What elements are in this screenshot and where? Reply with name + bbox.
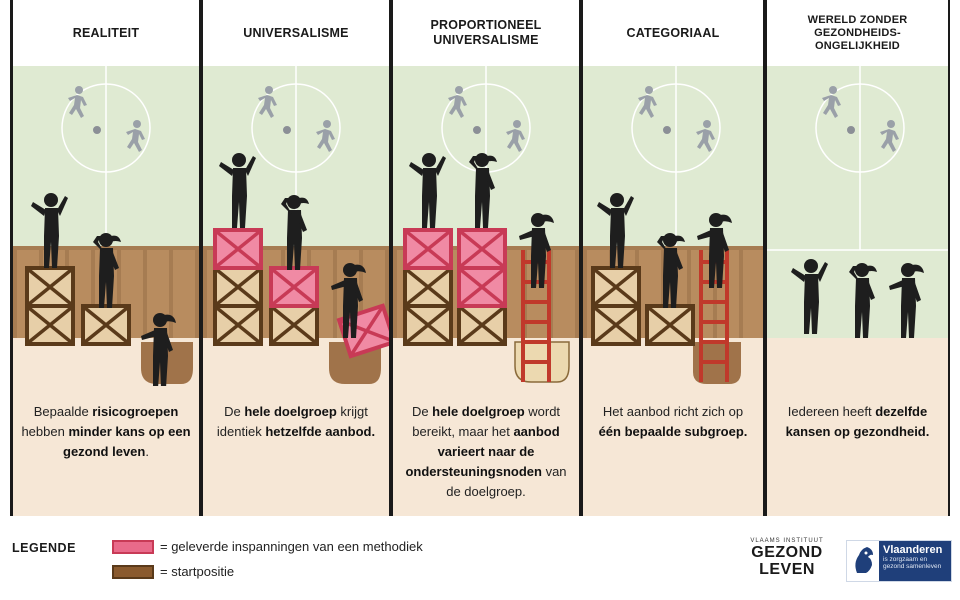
caption-segment: hele doelgroep bbox=[244, 404, 337, 419]
gezond-leven-tagline: VLAAMS INSTITUUT bbox=[750, 538, 824, 544]
vlaanderen-tagline: is zorgzaam en gezond samenleven bbox=[883, 556, 942, 570]
scene-realiteit bbox=[13, 66, 199, 386]
caption-segment: hebben bbox=[21, 424, 69, 439]
vlaanderen-logo: Vlaanderen is zorgzaam en gezond samenle… bbox=[846, 540, 952, 582]
gezond-leven-line2: LEVEN bbox=[759, 561, 815, 578]
panel-realiteit: REALITEIT Bepaalde risicogroepen hebben … bbox=[13, 0, 199, 516]
gezond-leven-logo: VLAAMS INSTITUUT GEZOND LEVEN bbox=[742, 538, 832, 588]
panel-caption: Bepaalde risicogroepen hebben minder kan… bbox=[21, 402, 191, 462]
legend: LEGENDE = geleverde inspanningen van een… bbox=[12, 530, 532, 590]
caption-segment: . bbox=[145, 444, 149, 459]
caption-segment: dezelfde kansen op gezondheid. bbox=[785, 404, 930, 439]
scene-proportioneel bbox=[393, 66, 579, 386]
gezond-leven-line1: GEZOND bbox=[751, 544, 823, 561]
panel-title: UNIVERSALISME bbox=[203, 0, 389, 66]
caption-segment: Iedereen heeft bbox=[787, 404, 876, 419]
panel-caption: De hele doelgroep krijgt identiek hetzel… bbox=[211, 402, 381, 442]
legend-label-inspanningen: = geleverde inspanningen van een methodi… bbox=[160, 539, 423, 554]
panel-proportioneel: PROPORTIONEEL UNIVERSALISME De hele doel… bbox=[393, 0, 579, 516]
panel-wereld-zonder-ongelijkheid: WERELD ZONDER GEZONDHEIDS- ONGELIJKHEID … bbox=[767, 0, 948, 516]
caption-segment: De bbox=[411, 404, 433, 419]
panel-title: REALITEIT bbox=[13, 0, 199, 66]
caption-segment: risicogroepen bbox=[92, 404, 179, 419]
caption-segment: aanbod varieert naar de ondersteuningsno… bbox=[405, 424, 560, 479]
scene-categoriaal bbox=[583, 66, 763, 386]
panel-universalisme: UNIVERSALISME De hele doelgroep krijgt i… bbox=[203, 0, 389, 516]
legend-label-startpositie: = startpositie bbox=[160, 564, 235, 579]
legend-title: LEGENDE bbox=[12, 541, 76, 555]
scene-universalisme bbox=[203, 66, 389, 386]
legend-swatch-inspanningen bbox=[112, 540, 154, 554]
legend-swatch-startpositie bbox=[112, 565, 154, 579]
caption-segment: hetzelfde aanbod. bbox=[265, 424, 376, 439]
panel-title: CATEGORIAAL bbox=[583, 0, 763, 66]
caption-segment: één bepaalde subgroep. bbox=[598, 424, 748, 439]
caption-segment: minder kans op een gezond leven bbox=[63, 424, 191, 459]
caption-segment: De bbox=[224, 404, 245, 419]
panel-caption: Iedereen heeft dezelfde kansen op gezond… bbox=[775, 402, 940, 442]
caption-segment: wordt bereikt, maar het bbox=[412, 404, 561, 439]
panels-grid: REALITEIT Bepaalde risicogroepen hebben … bbox=[10, 0, 950, 516]
lion-icon bbox=[855, 547, 873, 573]
panel-title: WERELD ZONDER GEZONDHEIDS- ONGELIJKHEID bbox=[767, 0, 948, 66]
caption-segment: van de doelgroep. bbox=[446, 464, 567, 499]
caption-segment: Het aanbod richt zich op bbox=[602, 404, 744, 419]
caption-segment: Bepaalde bbox=[33, 404, 93, 419]
panel-caption: Het aanbod richt zich op één bepaalde su… bbox=[591, 402, 755, 442]
panel-title: PROPORTIONEEL UNIVERSALISME bbox=[393, 0, 579, 66]
scene-wereld bbox=[767, 66, 948, 338]
caption-segment: krijgt identiek bbox=[216, 404, 368, 439]
caption-segment: hele doelgroep bbox=[432, 404, 525, 419]
panel-caption: De hele doelgroep wordt bereikt, maar he… bbox=[401, 402, 571, 502]
vlaanderen-name: Vlaanderen bbox=[883, 544, 943, 556]
panel-categoriaal: CATEGORIAAL Het aanbod richt zich op één… bbox=[583, 0, 763, 516]
